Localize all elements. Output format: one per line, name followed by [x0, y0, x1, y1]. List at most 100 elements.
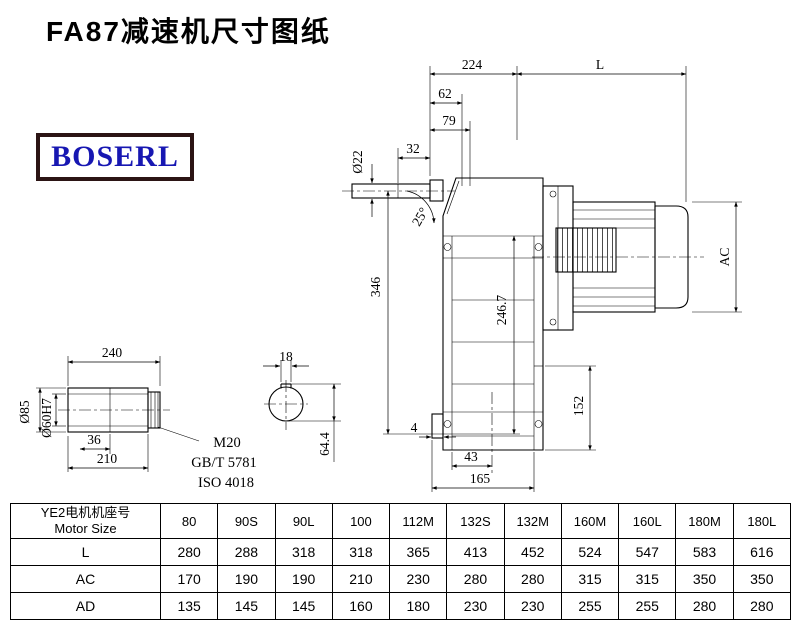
- dim-246-label: 246.7: [494, 295, 509, 326]
- shaft-section-view: 18 64.4: [263, 349, 341, 462]
- dim-346-label: 346: [368, 277, 383, 298]
- dim-210-label: 210: [97, 451, 118, 466]
- dimension-152: 152: [545, 365, 596, 451]
- value-cell: 230: [503, 592, 562, 620]
- col-header-100: 100: [331, 503, 391, 539]
- motor-size-table: YE2电机机座号 Motor Size 80 90S 90L 100 112M …: [10, 503, 792, 620]
- dim-dia85-label: Ø85: [17, 400, 32, 423]
- value-cell: 350: [675, 565, 734, 593]
- dimension-246-7: 246.7: [494, 235, 516, 435]
- dimension-AC: AC: [692, 201, 742, 313]
- terminal-box-hatch: [555, 227, 617, 273]
- dim-43-label: 43: [464, 449, 478, 464]
- dim-64-4-label: 64.4: [317, 432, 332, 456]
- table-corner-cell: YE2电机机座号 Motor Size: [10, 503, 161, 539]
- dim-L-label: L: [596, 57, 604, 72]
- value-cell: 318: [331, 538, 391, 566]
- note-gbt5781: GB/T 5781: [191, 455, 256, 471]
- value-cell: 583: [675, 538, 734, 566]
- dimension-4: 4: [411, 420, 456, 439]
- table-row-L: L 280 288 318 318 365 413 452 524 547 58…: [10, 538, 792, 566]
- dim-62-label: 62: [438, 86, 452, 101]
- dimension-18: 18: [263, 349, 309, 382]
- value-cell: 452: [503, 538, 562, 566]
- value-cell: 230: [446, 592, 505, 620]
- value-cell: 230: [389, 565, 448, 593]
- value-cell: 524: [560, 538, 620, 566]
- value-cell: 210: [331, 565, 391, 593]
- value-cell: 288: [217, 538, 276, 566]
- dim-4-label: 4: [411, 420, 418, 435]
- dimension-224: 224: [429, 57, 518, 176]
- col-header-112M: 112M: [389, 503, 448, 539]
- dimension-36: 36: [79, 432, 111, 454]
- value-cell: 280: [675, 592, 734, 620]
- dim-152-label: 152: [571, 396, 586, 416]
- value-cell: 616: [732, 538, 792, 566]
- col-header-160L: 160L: [618, 503, 677, 539]
- row-label-AD: AD: [10, 592, 161, 620]
- dimension-165: 165: [431, 440, 535, 492]
- value-cell: 413: [446, 538, 505, 566]
- dimension-64-4: 64.4: [288, 383, 341, 462]
- value-cell: 145: [217, 592, 276, 620]
- col-header-180L: 180L: [732, 503, 792, 539]
- col-header-132M: 132M: [503, 503, 562, 539]
- shaft-detail-view: 240 Ø85 Ø60H7 36 210 M20 GB/T: [17, 345, 257, 491]
- input-shaft: [342, 183, 455, 199]
- col-header-90L: 90L: [274, 503, 333, 539]
- value-cell: 365: [389, 538, 448, 566]
- dimension-79: 79: [429, 113, 471, 186]
- value-cell: 315: [618, 565, 677, 593]
- col-header-90S: 90S: [217, 503, 276, 539]
- value-cell: 547: [618, 538, 677, 566]
- dim-25deg-label: 25°: [409, 205, 431, 229]
- dim-18-label: 18: [279, 349, 293, 364]
- dim-dia60H7-label: Ø60H7: [39, 398, 54, 438]
- table-row-AD: AD 135 145 145 160 180 230 230 255 255 2…: [10, 592, 792, 620]
- dimension-32: 32: [397, 141, 431, 183]
- gearbox-housing: [429, 177, 544, 474]
- thread-note: M20 GB/T 5781 ISO 4018: [157, 426, 257, 491]
- dim-240-label: 240: [102, 345, 123, 360]
- value-cell: 145: [274, 592, 333, 620]
- value-cell: 280: [446, 565, 505, 593]
- dimension-dia60H7: Ø60H7: [39, 393, 66, 438]
- dimension-dia22: Ø22: [350, 150, 374, 217]
- dimension-346: 346: [368, 190, 520, 435]
- note-m20: M20: [213, 435, 240, 451]
- table-corner-en: Motor Size: [54, 521, 117, 536]
- brand-logo-text: BOSERL: [51, 140, 179, 173]
- value-cell: 180: [389, 592, 448, 620]
- dim-79-label: 79: [442, 113, 456, 128]
- value-cell: 255: [618, 592, 677, 620]
- col-header-160M: 160M: [560, 503, 620, 539]
- table-header-row: YE2电机机座号 Motor Size 80 90S 90L 100 112M …: [10, 503, 792, 539]
- value-cell: 255: [560, 592, 620, 620]
- dim-AC-label: AC: [717, 248, 732, 267]
- value-cell: 190: [274, 565, 333, 593]
- table-row-AC: AC 170 190 190 210 230 280 280 315 315 3…: [10, 565, 792, 593]
- col-header-80: 80: [159, 503, 219, 539]
- dimension-43: 43: [451, 449, 493, 470]
- shaft-boss: [429, 179, 444, 202]
- page-title: FA87减速机尺寸图纸: [46, 16, 331, 47]
- value-cell: 160: [331, 592, 391, 620]
- value-cell: 318: [274, 538, 333, 566]
- value-cell: 280: [732, 592, 792, 620]
- motor-assembly: [532, 185, 704, 331]
- value-cell: 315: [560, 565, 620, 593]
- value-cell: 135: [159, 592, 219, 620]
- dim-165-label: 165: [470, 471, 491, 486]
- dimension-240: 240: [67, 345, 161, 386]
- dimension-dia85: Ø85: [17, 387, 66, 433]
- value-cell: 280: [159, 538, 219, 566]
- brand-logo: BOSERL: [36, 133, 194, 181]
- value-cell: 190: [217, 565, 276, 593]
- dim-32-label: 32: [406, 141, 420, 156]
- dimension-62: 62: [429, 86, 463, 186]
- col-header-132S: 132S: [446, 503, 505, 539]
- col-header-180M: 180M: [675, 503, 734, 539]
- row-label-L: L: [10, 538, 161, 566]
